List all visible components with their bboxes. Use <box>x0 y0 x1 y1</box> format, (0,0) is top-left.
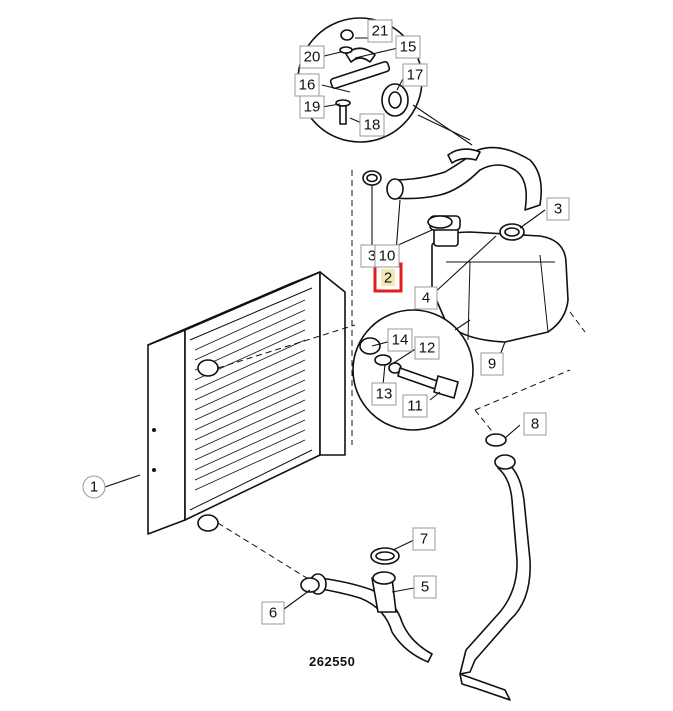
svg-text:3: 3 <box>554 201 562 218</box>
upper-hose[interactable] <box>386 146 543 211</box>
alignment-lines <box>217 170 586 581</box>
svg-text:14: 14 <box>392 332 409 349</box>
svg-text:8: 8 <box>531 416 539 433</box>
svg-text:15: 15 <box>400 39 417 56</box>
callout-18[interactable]: 18 <box>359 113 385 137</box>
expansion-tank[interactable] <box>429 215 569 343</box>
callout-15[interactable]: 15 <box>395 35 421 59</box>
radiator[interactable] <box>147 271 346 535</box>
svg-text:5: 5 <box>421 579 429 596</box>
callout-21[interactable]: 21 <box>367 19 393 43</box>
leader-lines <box>104 37 546 613</box>
svg-text:2: 2 <box>384 270 392 287</box>
callout-13[interactable]: 13 <box>371 382 397 406</box>
hose-clip-upper[interactable] <box>362 170 382 186</box>
callout-9[interactable]: 9 <box>480 352 504 376</box>
hose-clip-radiator[interactable] <box>300 577 320 593</box>
svg-text:18: 18 <box>364 117 381 134</box>
return-hose[interactable] <box>459 433 531 701</box>
callout-20[interactable]: 20 <box>299 45 325 69</box>
svg-text:7: 7 <box>420 531 428 548</box>
callout-2[interactable]: 2 <box>373 262 403 293</box>
callout-7[interactable]: 7 <box>412 527 436 551</box>
callout-10[interactable]: 10 <box>374 244 400 268</box>
callout-16[interactable]: 16 <box>294 73 320 97</box>
svg-text:3: 3 <box>368 248 376 265</box>
svg-text:13: 13 <box>376 386 393 403</box>
diagram-reference-number: 262550 <box>309 654 355 669</box>
callout-5[interactable]: 5 <box>413 575 437 599</box>
callout-19[interactable]: 19 <box>299 95 325 119</box>
svg-text:20: 20 <box>304 49 321 66</box>
svg-text:11: 11 <box>407 398 423 415</box>
callout-17[interactable]: 17 <box>402 63 428 87</box>
detail-circle-bracket <box>297 17 473 146</box>
svg-text:1: 1 <box>90 479 98 496</box>
svg-text:17: 17 <box>407 67 424 84</box>
callout-14[interactable]: 14 <box>387 328 413 352</box>
callout-11[interactable]: 11 <box>402 394 428 418</box>
hose-clip-tank[interactable] <box>499 223 525 241</box>
svg-text:4: 4 <box>422 290 430 307</box>
filler-cap[interactable] <box>427 215 453 229</box>
callout-6[interactable]: 6 <box>261 601 285 625</box>
callout-4[interactable]: 4 <box>414 286 438 310</box>
callout-1[interactable]: 1 <box>82 475 106 499</box>
svg-text:10: 10 <box>379 248 396 265</box>
callout-8[interactable]: 8 <box>523 412 547 436</box>
callout-12[interactable]: 12 <box>414 336 440 360</box>
svg-text:6: 6 <box>269 605 277 622</box>
svg-text:12: 12 <box>419 340 436 357</box>
svg-text:21: 21 <box>372 23 389 40</box>
hose-clip-lower[interactable] <box>370 547 400 565</box>
callout-3-right[interactable]: 3 <box>546 197 570 221</box>
svg-text:19: 19 <box>304 99 321 116</box>
svg-text:16: 16 <box>299 77 316 94</box>
svg-text:9: 9 <box>488 356 496 373</box>
